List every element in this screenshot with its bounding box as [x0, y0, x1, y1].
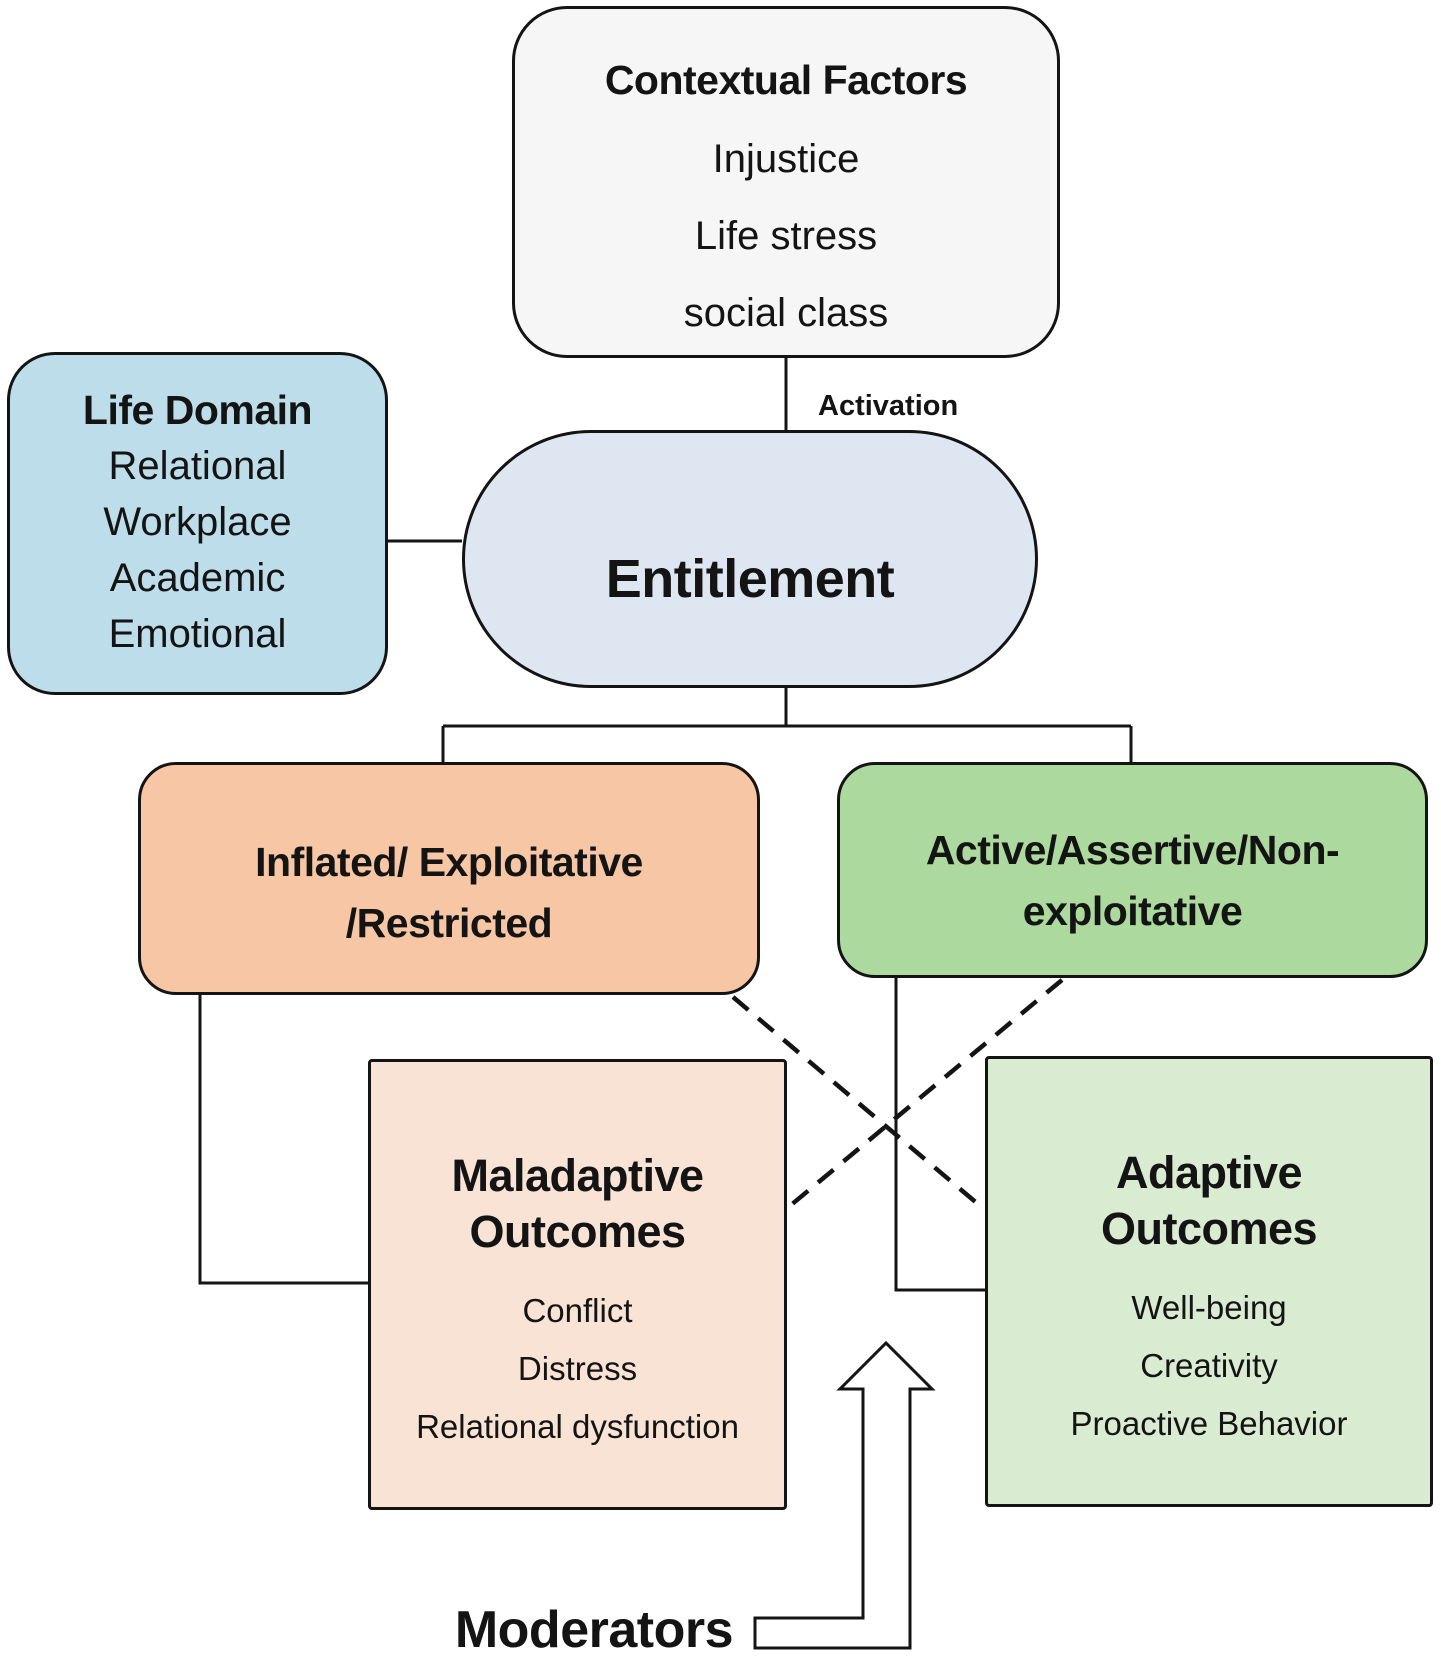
adaptive-item: Creativity	[1140, 1347, 1278, 1384]
entitlement-branch-connector	[441, 688, 1133, 762]
entitlement-node: Entitlement	[462, 430, 1038, 688]
active-adaptive-connector	[894, 978, 985, 1292]
inflated-title-line2: /Restricted	[345, 899, 553, 946]
contextual-item: social class	[683, 291, 889, 335]
adaptive-outcomes-box: Adaptive Outcomes Well-being Creativity …	[985, 1056, 1433, 1507]
life-domain-box: Life Domain Relational Workplace Academi…	[7, 352, 388, 695]
maladaptive-item: Conflict	[522, 1292, 633, 1329]
moderators-up-arrow	[753, 1340, 936, 1650]
contextual-factors-box: Contextual Factors Injustice Life stress…	[512, 6, 1060, 358]
contextual-item: Injustice	[712, 137, 860, 181]
life-domain-items: Relational Workplace Academic Emotional	[10, 438, 385, 662]
maladaptive-outcomes-box: Maladaptive Outcomes Conflict Distress R…	[368, 1059, 787, 1510]
inflated-title-line1: Inflated/ Exploitative	[255, 838, 643, 885]
contextual-factors-title: Contextual Factors	[604, 57, 968, 103]
life-domain-item: Academic	[109, 556, 286, 600]
life-domain-title: Life Domain	[82, 387, 313, 433]
contextual-factors-items: Injustice Life stress social class	[515, 121, 1057, 352]
moderators-label: Moderators	[454, 1601, 734, 1659]
inflated-adaptive-dashed-line	[731, 995, 987, 1212]
active-assertive-nonexploitative-box: Active/Assertive/Non- exploitative	[837, 762, 1428, 978]
inflated-maladaptive-connector	[198, 995, 368, 1285]
adaptive-item: Proactive Behavior	[1070, 1405, 1348, 1442]
activation-label: Activation	[818, 390, 959, 422]
active-title-line2: exploitative	[1022, 888, 1243, 934]
contextual-item: Life stress	[694, 214, 878, 258]
life-domain-item: Workplace	[103, 500, 292, 544]
adaptive-title-line1: Adaptive	[1115, 1147, 1303, 1198]
maladaptive-title-line2: Outcomes	[469, 1206, 686, 1257]
maladaptive-item: Relational dysfunction	[416, 1408, 739, 1445]
maladaptive-items: Conflict Distress Relational dysfunction	[371, 1282, 784, 1456]
adaptive-item: Well-being	[1131, 1289, 1287, 1326]
adaptive-title-line2: Outcomes	[1100, 1203, 1318, 1254]
life-domain-item: Relational	[108, 444, 287, 488]
maladaptive-title-line1: Maladaptive	[451, 1150, 704, 1201]
entitlement-label: Entitlement	[605, 549, 895, 609]
active-title-line1: Active/Assertive/Non-	[925, 827, 1340, 873]
maladaptive-item: Distress	[517, 1350, 638, 1387]
inflated-exploitative-restricted-box: Inflated/ Exploitative /Restricted	[138, 762, 760, 995]
life-domain-item: Emotional	[108, 612, 287, 656]
active-maladaptive-dashed-line	[789, 978, 1064, 1207]
adaptive-items: Well-being Creativity Proactive Behavior	[988, 1279, 1430, 1453]
